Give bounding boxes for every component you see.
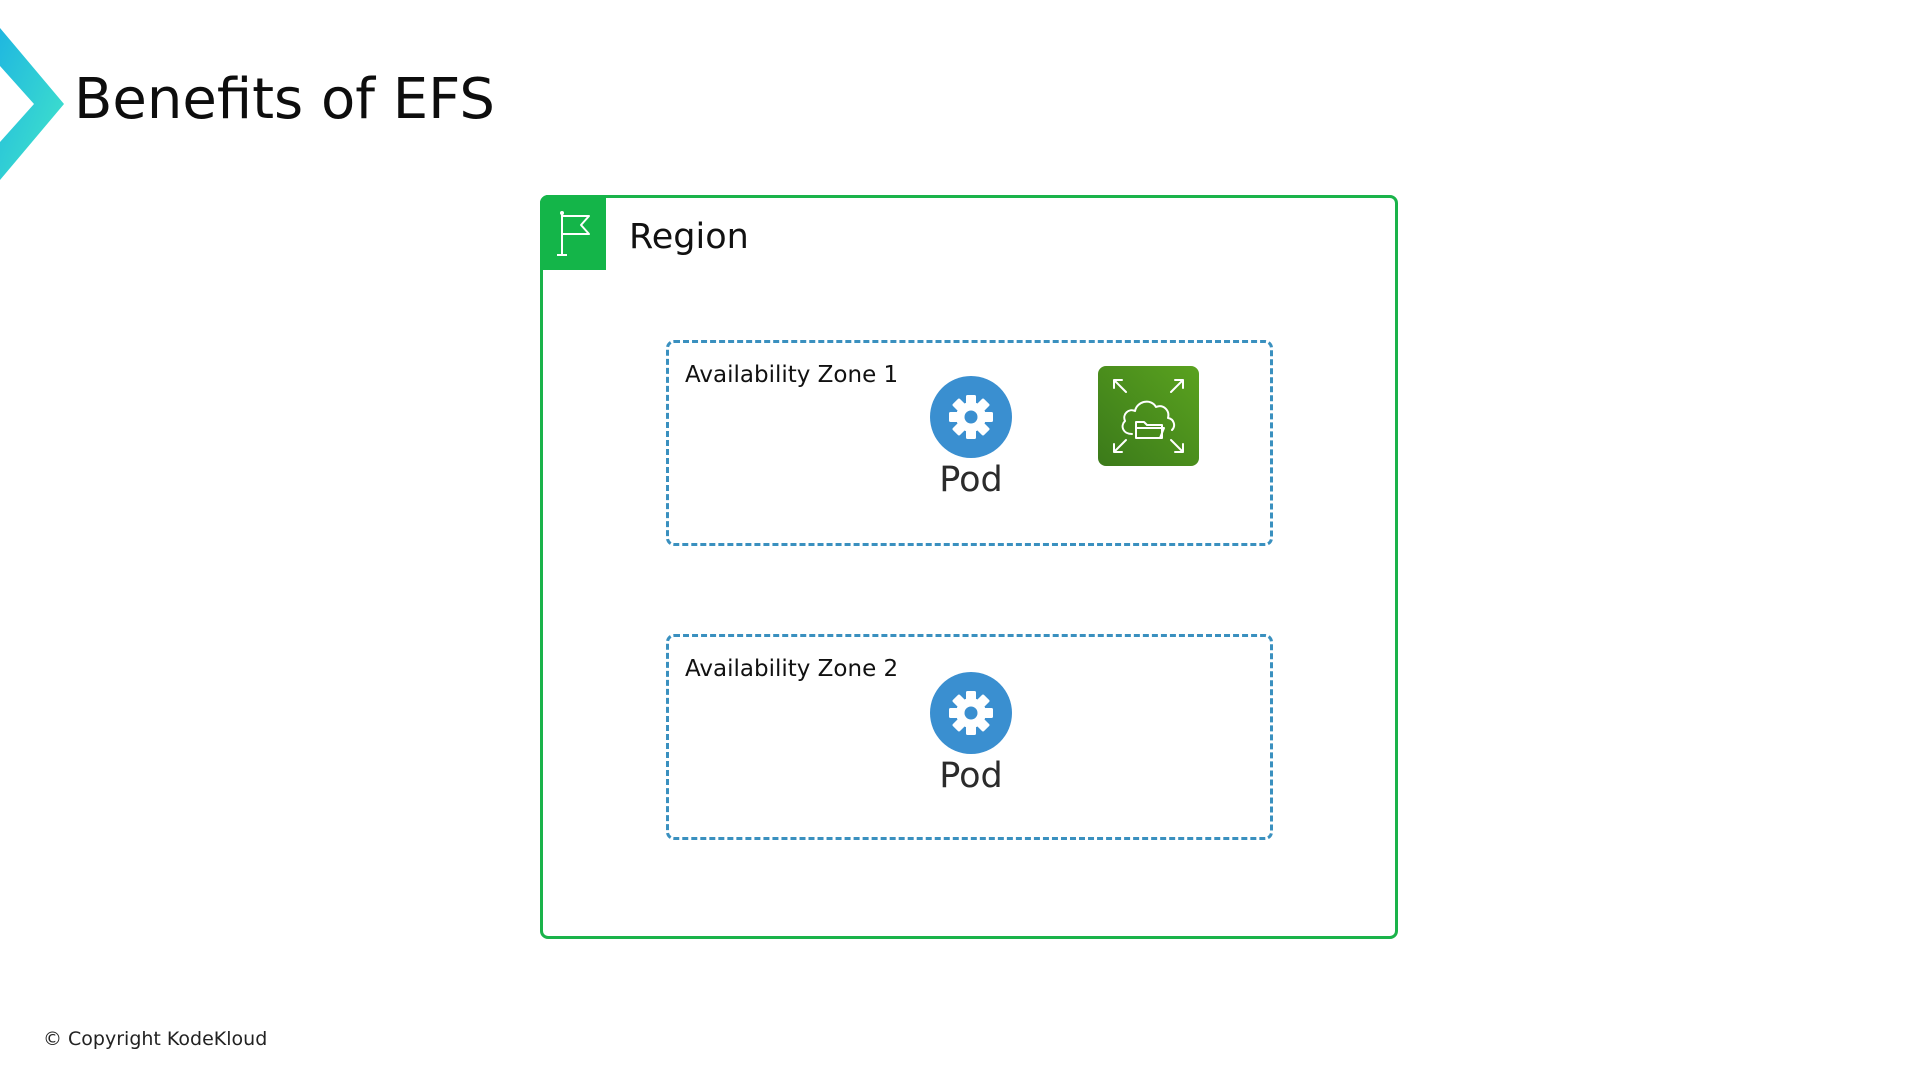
- pod-label: Pod: [939, 756, 1003, 796]
- flag-icon: [557, 211, 590, 256]
- gear-icon: [930, 376, 1012, 458]
- page-title: Benefits of EFS: [74, 67, 495, 132]
- efs-cloud-folder-icon: [1113, 379, 1184, 453]
- gear-icon: [930, 672, 1012, 754]
- region-label: Region: [629, 217, 749, 257]
- availability-zone-1: Availability Zone 1: [666, 340, 1273, 546]
- copyright-footer: © Copyright KodeKloud: [43, 1028, 268, 1050]
- availability-zone-2: Availability Zone 2: [666, 634, 1273, 840]
- region-box: Region: [540, 195, 1398, 939]
- efs-tile: [1098, 366, 1199, 466]
- zone-label: Availability Zone 2: [685, 656, 899, 682]
- pod-label: Pod: [939, 460, 1003, 500]
- kodekloud-chevron-logo: [0, 28, 64, 180]
- region-badge: [540, 195, 606, 270]
- zone-label: Availability Zone 1: [685, 362, 899, 388]
